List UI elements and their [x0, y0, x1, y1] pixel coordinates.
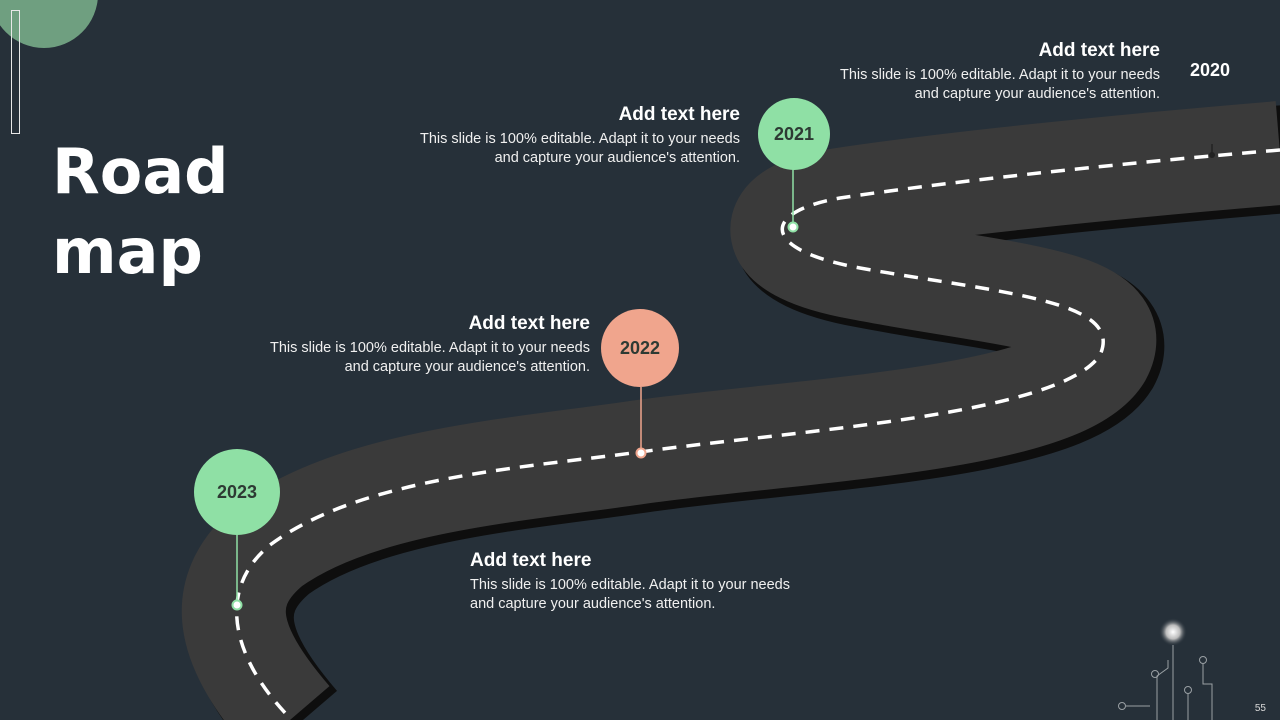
milestone-2023-text: This slide is 100% editable. Adapt it to… — [470, 577, 790, 612]
milestone-2023-heading: Add text here — [470, 550, 592, 571]
milestone-2022-heading: Add text here — [468, 313, 590, 334]
year-marker-2021: 2021 — [758, 98, 830, 170]
year-marker-2023: 2023 — [194, 449, 280, 535]
milestone-2020-text: This slide is 100% editable. Adapt it to… — [840, 67, 1160, 102]
pin-2022 — [635, 447, 647, 459]
year-label-2020: 2020 — [1190, 60, 1231, 80]
pin-2020 — [1209, 152, 1215, 158]
accent-bar — [11, 10, 20, 134]
road-surface — [181, 101, 1280, 720]
pin-2021 — [787, 221, 799, 233]
circuit-decoration — [1118, 618, 1213, 720]
milestone-2021-heading: Add text here — [618, 104, 740, 125]
page-title: Road map — [52, 135, 229, 288]
milestone-2020-heading: Add text here — [1038, 40, 1160, 61]
pin-2023 — [231, 599, 243, 611]
page-number: 55 — [1254, 703, 1266, 714]
road-center-line — [234, 148, 1280, 720]
milestone-2022-text: This slide is 100% editable. Adapt it to… — [270, 340, 590, 375]
year-marker-2022: 2022 — [601, 309, 679, 387]
milestone-2021-text: This slide is 100% editable. Adapt it to… — [420, 131, 740, 166]
